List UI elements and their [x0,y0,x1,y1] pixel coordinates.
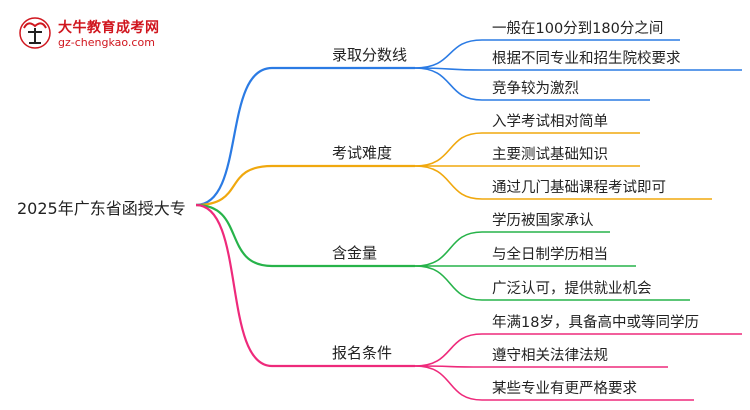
leaf-line-2-3 [414,165,712,200]
leaf-label-2-3: 通过几门基础课程考试即可 [492,179,666,196]
branch-label-4: 报名条件 [332,344,392,362]
leaf-line-3-1 [414,231,610,267]
branch-label-3: 含金量 [332,244,377,262]
branch-line-3 [195,203,415,268]
leaf-label-3-2: 与全日制学历相当 [492,245,608,263]
leaf-label-2-2: 主要测试基础知识 [492,146,608,163]
root-node: 2025年广东省函授大专 [17,199,186,218]
leaf-line-4-1 [414,333,742,367]
branch-label-1: 录取分数线 [332,46,407,64]
leaf-label-3-3: 广泛认可，提供就业机会 [492,280,652,297]
leaf-line-4-3 [414,365,694,401]
leaf-label-4-2: 遵守相关法律法规 [492,347,608,364]
leaf-label-1-2: 根据不同专业和招生院校要求 [492,50,681,67]
leaf-label-1-3: 竞争较为激烈 [492,79,579,97]
leaf-label-1-1: 一般在100分到180分之间 [492,20,663,37]
mind-map-nodes: 录取分数线 一般在100分到180分之间根据不同专业和招生院校要求竞争较为激烈考试… [332,20,699,397]
leaf-label-2-1: 入学考试相对简单 [492,113,608,130]
leaf-line-1-2 [414,67,742,71]
leaf-line-3-3 [414,265,690,301]
logo-title: 大牛教育成考网 [58,20,160,36]
logo: 大牛教育成考网 gz-chengkao.com [18,16,248,52]
mind-map-edges [195,39,742,401]
branch-label-2: 考试难度 [332,144,392,162]
leaf-line-1-1 [414,39,680,69]
leaf-label-4-1: 年满18岁，具备高中或等同学历 [492,313,699,331]
logo-bull-icon [19,17,51,49]
leaf-line-1-3 [414,67,650,101]
leaf-label-3-1: 学历被国家承认 [492,212,594,229]
branch-line-2 [195,164,415,207]
logo-url: gz-chengkao.com [58,36,155,49]
branch-line-1 [195,66,415,207]
leaf-line-2-1 [414,132,640,167]
branch-line-4 [195,203,415,368]
leaf-label-4-3: 某些专业有更严格要求 [492,380,637,397]
leaf-line-4-2 [414,365,668,368]
